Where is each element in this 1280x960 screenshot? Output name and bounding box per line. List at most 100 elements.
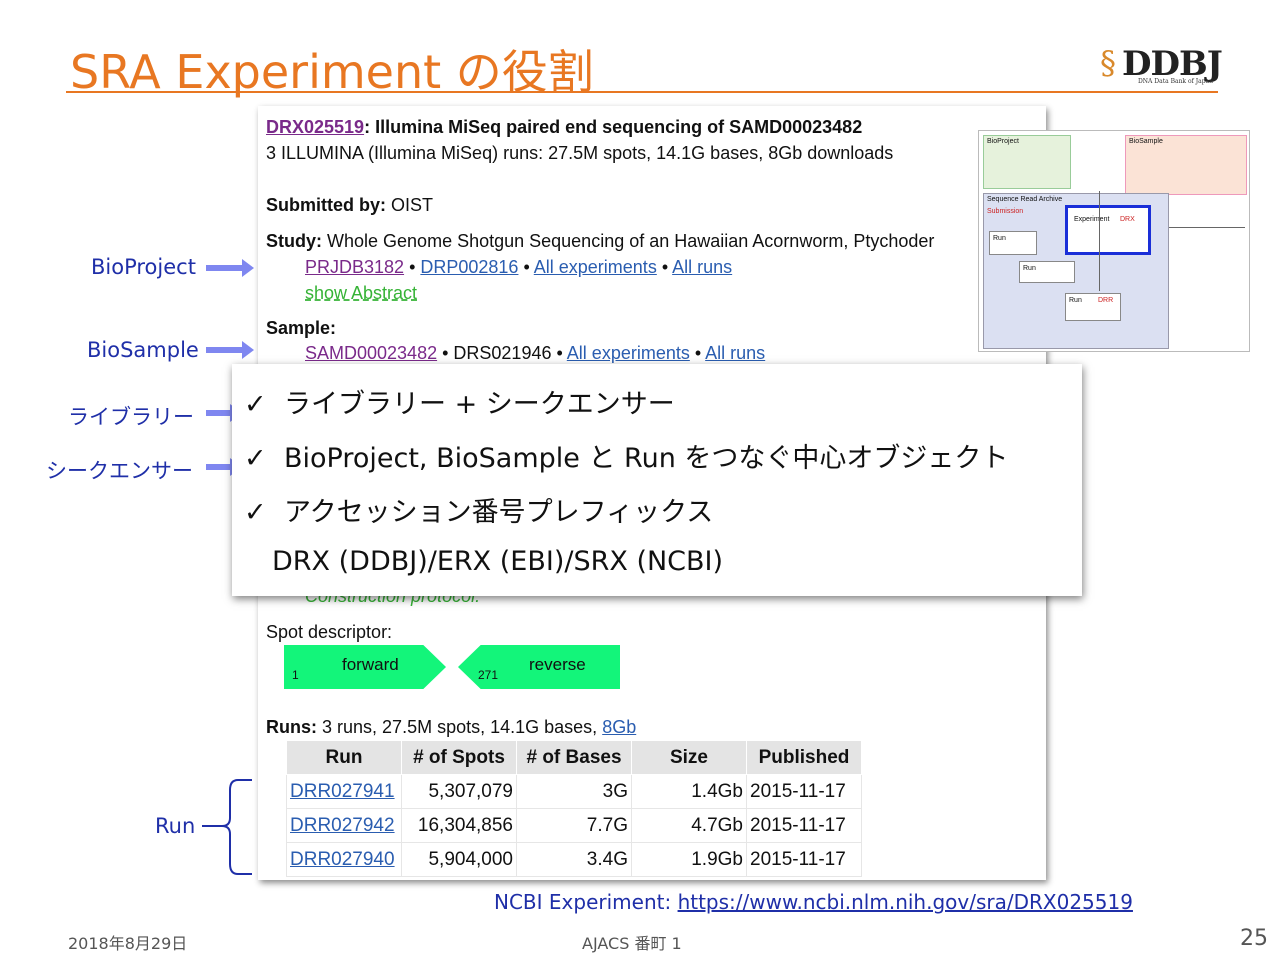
ddbj-logo: § DDBJ DNA Data Bank of Japan bbox=[1100, 44, 1223, 85]
show-abstract-link[interactable]: show Abstract bbox=[305, 283, 418, 303]
sequencer-arrow-icon bbox=[206, 458, 242, 476]
run-size: 1.9Gb bbox=[631, 842, 747, 877]
table-row: DRR027942 16,304,856 7.7G 4.7Gb 2015-11-… bbox=[286, 808, 862, 843]
diagram-biosample-label: BioSample bbox=[1129, 138, 1163, 145]
run-link-text[interactable]: DRR027940 bbox=[290, 848, 395, 870]
diagram-bioproject-box: BioProject bbox=[983, 135, 1071, 189]
ncbi-url-link[interactable]: https://www.ncbi.nlm.nih.gov/sra/DRX0255… bbox=[677, 890, 1133, 914]
run-accession-link[interactable]: DRR027941 bbox=[286, 774, 402, 809]
sample-links: SAMD00023482 • DRS021946 • All experimen… bbox=[305, 343, 766, 363]
spot-descriptor-label: Spot descriptor: bbox=[266, 622, 393, 642]
runs-table-header: Run # of Spots # of Bases Size Published bbox=[286, 740, 862, 775]
study-line: Study: Whole Genome Shotgun Sequencing o… bbox=[266, 231, 934, 252]
submitted-label: Submitted by: bbox=[266, 195, 386, 215]
col-spots: # of Spots bbox=[401, 740, 517, 775]
run-link-text[interactable]: DRR027942 bbox=[290, 814, 395, 836]
spot-forward-position: 1 bbox=[292, 668, 299, 682]
logo-subtitle: DNA Data Bank of Japan bbox=[1138, 78, 1213, 85]
logo-text: DDBJ bbox=[1122, 44, 1223, 84]
library-arrow-icon bbox=[206, 404, 242, 422]
study-value: Whole Genome Shotgun Sequencing of an Ha… bbox=[327, 231, 935, 251]
diagram-run-label: Run bbox=[1023, 265, 1036, 272]
experiment-summary: 3 ILLUMINA (Illumina MiSeq) runs: 27.5M … bbox=[266, 143, 894, 163]
diagram-connector bbox=[1099, 191, 1100, 291]
run-bases: 7.7G bbox=[516, 808, 632, 843]
check-icon: ✓ bbox=[244, 497, 267, 528]
runs-label: Runs: bbox=[266, 717, 317, 737]
callout-item-text: アクセッション番号プレフィックス bbox=[284, 497, 714, 528]
callout-item: ✓BioProject, BioSample と Run をつなぐ中心オブジェク… bbox=[244, 436, 1008, 475]
diagram-submission-label: Submission bbox=[987, 208, 1024, 215]
table-row: DRR027940 5,904,000 3.4G 1.9Gb 2015-11-1… bbox=[286, 842, 862, 877]
callout-item: ✓ アクセッション番号プレフィックス bbox=[244, 490, 713, 529]
sample-all-runs-link[interactable]: All runs bbox=[705, 343, 766, 363]
biosample-link[interactable]: SAMD00023482 bbox=[305, 343, 438, 363]
ncbi-experiment-reference: NCBI Experiment: https://www.ncbi.nlm.ni… bbox=[494, 890, 1133, 914]
annotation-sequencer: シークエンサー bbox=[46, 459, 193, 483]
diagram-run-label: Run bbox=[1069, 297, 1082, 304]
diagram-biosample-box: BioSample bbox=[1125, 135, 1247, 195]
check-icon: ✓ bbox=[244, 443, 267, 474]
diagram-drr-label: DRR bbox=[1098, 297, 1114, 304]
run-published: 2015-11-17 bbox=[746, 808, 862, 843]
col-run: Run bbox=[286, 740, 402, 775]
experiment-heading-text: : Illumina MiSeq paired end sequencing o… bbox=[364, 117, 863, 137]
run-published: 2015-11-17 bbox=[746, 842, 862, 877]
footer-event: AJACS 番町 1 bbox=[582, 934, 682, 953]
slide-title: SRA Experiment の役割 bbox=[70, 45, 594, 99]
runs-download-link[interactable]: 8Gb bbox=[602, 717, 637, 737]
study-links: PRJDB3182 • DRP002816 • All experiments … bbox=[305, 257, 733, 277]
drp-link[interactable]: DRP002816 bbox=[420, 257, 519, 277]
submitted-value: OIST bbox=[391, 195, 434, 215]
run-bases: 3G bbox=[516, 774, 632, 809]
diagram-connector bbox=[1169, 227, 1245, 228]
spot-reverse-segment bbox=[458, 645, 620, 689]
experiment-accession-link[interactable]: DRX025519 bbox=[266, 117, 365, 137]
study-all-runs-link[interactable]: All runs bbox=[672, 257, 733, 277]
key-points-callout: ✓ ライブラリー + シークエンサー ✓BioProject, BioSample… bbox=[232, 364, 1082, 596]
title-underline bbox=[66, 91, 1218, 93]
diagram-run-box: Run bbox=[989, 231, 1037, 255]
footer-date: 2018年8月29日 bbox=[68, 934, 188, 953]
study-label: Study: bbox=[266, 231, 322, 251]
page-number: 25 bbox=[1240, 926, 1268, 951]
runs-summary-text: 3 runs, 27.5M spots, 14.1G bases, bbox=[322, 717, 598, 737]
annotation-bioproject: BioProject bbox=[91, 255, 196, 279]
run-size: 4.7Gb bbox=[631, 808, 747, 843]
runs-summary: Runs: 3 runs, 27.5M spots, 14.1G bases, … bbox=[266, 717, 636, 738]
sample-all-experiments-link[interactable]: All experiments bbox=[566, 343, 690, 363]
sample-label: Sample: bbox=[266, 318, 337, 338]
spot-reverse-label: reverse bbox=[529, 655, 586, 674]
diagram-experiment-highlight: Experiment DRX bbox=[1065, 205, 1151, 255]
ncbi-label: NCBI Experiment: bbox=[494, 890, 672, 914]
diagram-run-box: Run bbox=[1019, 261, 1075, 283]
study-all-experiments-link[interactable]: All experiments bbox=[533, 257, 657, 277]
run-accession-link[interactable]: DRR027940 bbox=[286, 842, 402, 877]
annotation-biosample: BioSample bbox=[87, 338, 199, 362]
annotation-library: ライブラリー bbox=[68, 405, 194, 429]
diagram-run-label: Run bbox=[993, 235, 1006, 242]
drs-accession: DRS021946 bbox=[453, 343, 552, 363]
callout-item-text: ライブラリー + シークエンサー bbox=[284, 389, 675, 420]
table-row: DRR027941 5,307,079 3G 1.4Gb 2015-11-17 bbox=[286, 774, 862, 809]
spot-forward-segment bbox=[284, 645, 446, 689]
col-bases: # of Bases bbox=[516, 740, 632, 775]
diagram-experiment-label: Experiment bbox=[1074, 216, 1110, 223]
bioproject-link[interactable]: PRJDB3182 bbox=[305, 257, 405, 277]
run-bracket-icon bbox=[202, 779, 252, 875]
diagram-sra-label: Sequence Read Archive bbox=[987, 196, 1063, 203]
bioproject-arrow-icon bbox=[206, 259, 254, 277]
callout-item: ✓ ライブラリー + シークエンサー bbox=[244, 382, 675, 421]
sra-object-diagram: BioProject BioSample Sequence Read Archi… bbox=[978, 130, 1250, 352]
runs-table: Run # of Spots # of Bases Size Published… bbox=[286, 740, 862, 877]
dna-helix-icon: § bbox=[1100, 44, 1116, 82]
run-spots: 5,307,079 bbox=[401, 774, 517, 809]
run-accession-link[interactable]: DRR027942 bbox=[286, 808, 402, 843]
experiment-heading: DRX025519: Illumina MiSeq paired end seq… bbox=[266, 117, 862, 138]
run-link-text[interactable]: DRR027941 bbox=[290, 780, 395, 802]
run-size: 1.4Gb bbox=[631, 774, 747, 809]
check-icon: ✓ bbox=[244, 389, 267, 420]
diagram-bioproject-label: BioProject bbox=[987, 138, 1019, 145]
spot-forward-label: forward bbox=[342, 655, 399, 674]
callout-prefix-line: DRX (DDBJ)/ERX (EBI)/SRX (NCBI) bbox=[272, 546, 724, 577]
